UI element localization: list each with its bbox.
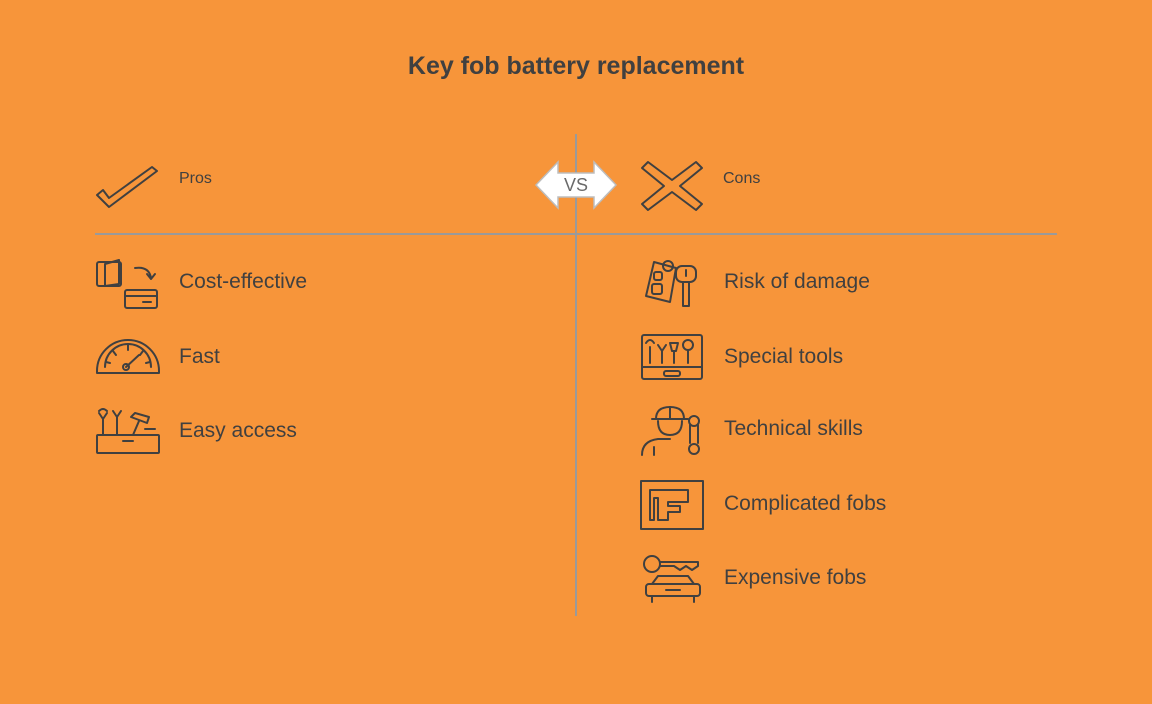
page-title: Key fob battery replacement (407, 52, 745, 80)
vs-arrows-icon (534, 160, 618, 210)
door-card-icon (96, 259, 158, 309)
x-mark-icon (641, 161, 703, 211)
key-fob-icon (645, 260, 697, 307)
complex-shape-icon (640, 480, 704, 530)
item-label: Risk of damage (724, 270, 870, 293)
item-label: Technical skills (724, 417, 863, 440)
pros-label: Pros (179, 170, 212, 187)
item-label: Easy access (179, 419, 297, 442)
item-label: Special tools (724, 345, 844, 368)
cons-label: Cons (723, 170, 761, 187)
item-label: Complicated fobs (724, 492, 887, 515)
vertical-divider (575, 134, 577, 616)
worker-wrench-icon (641, 406, 700, 456)
car-key-icon (643, 555, 701, 603)
toolbox-icon (96, 408, 160, 454)
vs-label: VS (563, 175, 588, 195)
item-label: Fast (179, 345, 220, 368)
item-label: Cost-effective (179, 270, 307, 293)
item-label: Expensive fobs (724, 566, 867, 589)
speedometer-icon (96, 339, 160, 374)
horizontal-divider (95, 233, 1057, 235)
tool-kit-icon (641, 334, 703, 380)
checkmark-icon (96, 166, 158, 208)
